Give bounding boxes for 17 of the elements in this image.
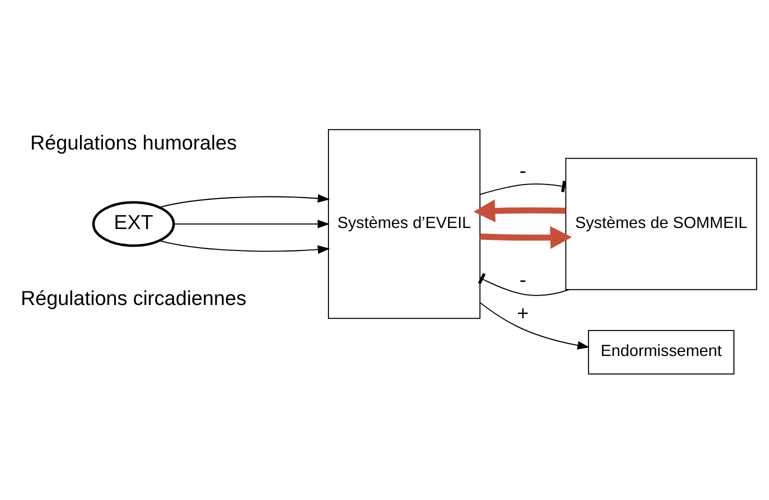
node-box: Systèmes de SOMMEIL [565,158,758,290]
node-box: Systèmes d’EVEIL [328,129,480,319]
edge-label: - [519,270,526,292]
connector [480,180,566,195]
edge-label: + [516,302,529,325]
arrow [159,240,330,254]
label: Régulations circadiennes [20,288,246,310]
arrow [480,302,590,350]
arrow [480,226,572,249]
arrow [473,200,566,222]
edge-label: - [519,160,526,183]
arrow [174,220,330,228]
node-box: Endormissement [588,330,734,374]
label: Régulations humorales [30,132,237,154]
connector [478,273,569,296]
node-ellipse: EXT [92,201,175,247]
arrow [159,194,330,208]
